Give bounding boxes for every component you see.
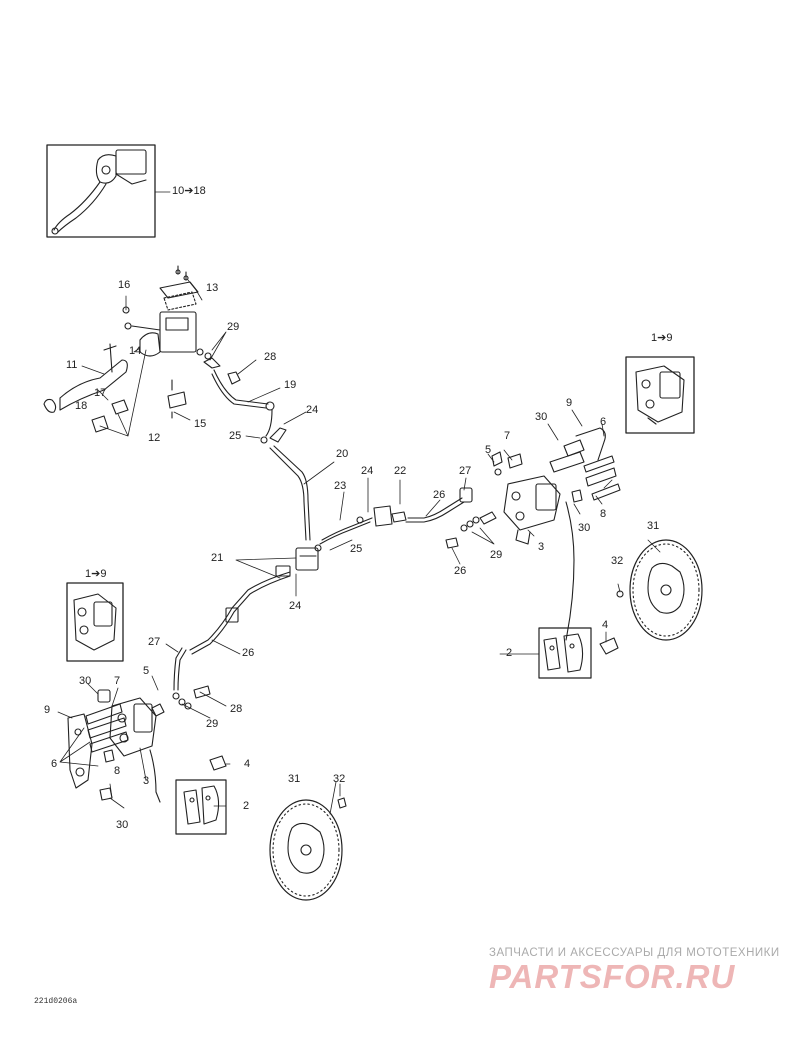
callout-32: 32 xyxy=(611,555,624,567)
left-brake-disc xyxy=(269,797,347,901)
callout-16: 16 xyxy=(118,279,131,291)
callout-2: 2 xyxy=(506,647,513,659)
callout-20: 20 xyxy=(336,448,349,460)
callout-29: 29 xyxy=(490,549,503,561)
callout-15: 15 xyxy=(194,418,207,430)
callout-27: 27 xyxy=(148,636,161,648)
callout-31: 31 xyxy=(647,520,660,532)
inset-master-cylinder xyxy=(46,144,156,238)
callout-24: 24 xyxy=(289,600,302,612)
callout-12: 12 xyxy=(148,432,161,444)
callout-3: 3 xyxy=(143,775,150,787)
callout-6: 6 xyxy=(51,758,58,770)
right-brake-pads xyxy=(538,627,619,679)
left-brake-pads xyxy=(175,779,227,835)
inset-right-caliper xyxy=(625,356,695,434)
callout-9: 9 xyxy=(566,397,573,409)
brake-lines xyxy=(172,409,497,710)
callout-4: 4 xyxy=(244,758,251,770)
leader-lines xyxy=(57,191,661,815)
callout-25: 25 xyxy=(229,430,242,442)
callout-13: 13 xyxy=(206,282,219,294)
callout-24: 24 xyxy=(361,465,374,477)
callout-14: 14 xyxy=(129,345,142,357)
callout-30: 30 xyxy=(79,675,92,687)
callout-26: 26 xyxy=(242,647,255,659)
callout-30: 30 xyxy=(535,411,548,423)
callout-29: 29 xyxy=(227,321,240,333)
inset-left-caliper xyxy=(66,582,124,662)
callout-9: 9 xyxy=(44,704,51,716)
callout-30: 30 xyxy=(578,522,591,534)
document-id: 221d0206a xyxy=(34,997,78,1006)
callout-29: 29 xyxy=(206,718,219,730)
callout-27: 27 xyxy=(459,465,472,477)
callout-18: 18 xyxy=(75,400,88,412)
callout-22: 22 xyxy=(394,465,407,477)
callout-5: 5 xyxy=(143,665,150,677)
callout-28: 28 xyxy=(230,703,243,715)
callout-8: 8 xyxy=(600,508,607,520)
watermark-tagline: ЗАПЧАСТИ И АКСЕССУАРЫ ДЛЯ МОТОТЕХНИКИ xyxy=(489,947,780,959)
callout-24: 24 xyxy=(306,404,319,416)
callout-7: 7 xyxy=(114,675,121,687)
callout-32: 32 xyxy=(333,773,346,785)
callout-21: 21 xyxy=(211,552,224,564)
callout-5: 5 xyxy=(485,444,492,456)
right-brake-disc xyxy=(616,539,703,641)
callout-3: 3 xyxy=(538,541,545,553)
callout-30: 30 xyxy=(116,819,129,831)
callout-26: 26 xyxy=(454,565,467,577)
callout-6: 6 xyxy=(600,416,607,428)
callout-7: 7 xyxy=(504,430,511,442)
callout-inset-right-caliper: 1➔9 xyxy=(651,332,673,344)
callout-28: 28 xyxy=(264,351,277,363)
watermark-logo: PARTSFOR.RU xyxy=(489,958,736,995)
callout-26: 26 xyxy=(433,489,446,501)
callout-19: 19 xyxy=(284,379,297,391)
callout-inset-master-cylinder: 10➔18 xyxy=(172,185,206,197)
callout-17: 17 xyxy=(94,387,107,399)
master-cylinder-exploded xyxy=(43,265,275,433)
callout-8: 8 xyxy=(114,765,121,777)
callout-31: 31 xyxy=(288,773,301,785)
callout-23: 23 xyxy=(334,480,347,492)
callout-11: 11 xyxy=(66,359,78,371)
callout-4: 4 xyxy=(602,619,609,631)
callout-inset-left-caliper: 1➔9 xyxy=(85,568,107,580)
callout-2: 2 xyxy=(243,800,250,812)
right-caliper-assembly xyxy=(491,427,621,641)
callout-25: 25 xyxy=(350,543,363,555)
